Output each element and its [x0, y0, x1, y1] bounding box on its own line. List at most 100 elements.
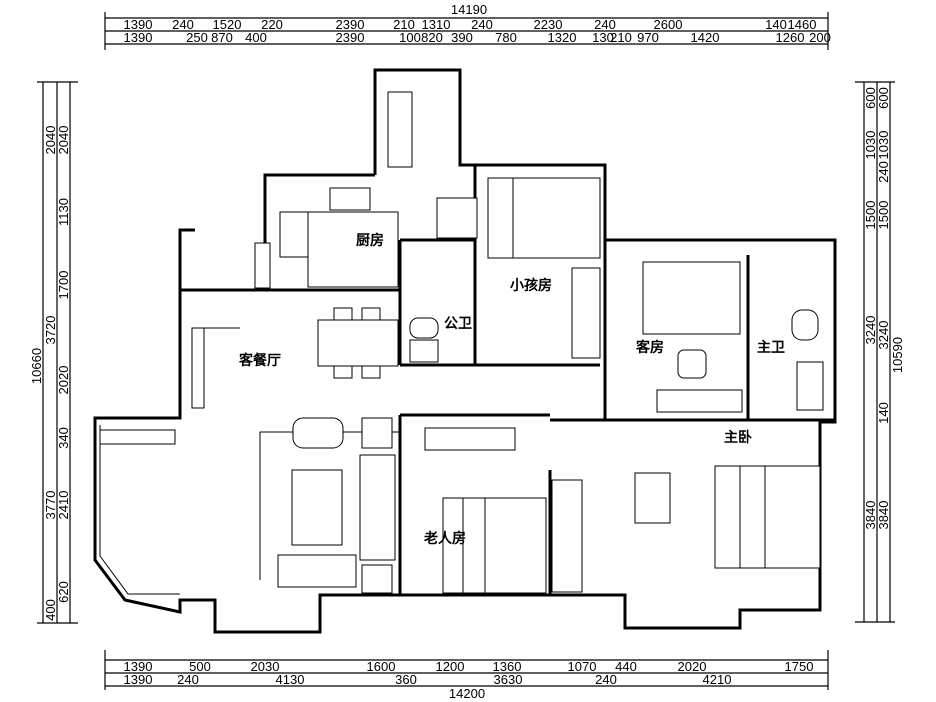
- dim-right: 600: [863, 87, 878, 109]
- dim-top: 130: [592, 30, 614, 45]
- chair: [677, 349, 707, 379]
- dim-bottom: 1600: [367, 659, 396, 674]
- dim-top: 400: [245, 30, 267, 45]
- dim-left: 2040: [56, 126, 71, 155]
- dim-right: 240: [876, 161, 891, 183]
- dim-top: 970: [637, 30, 659, 45]
- dim-top: 1390: [124, 17, 153, 32]
- dim-top: 240: [594, 17, 616, 32]
- tv-cabinet: [277, 554, 357, 588]
- dim-left: 400: [43, 599, 58, 621]
- dim-left: 1700: [56, 271, 71, 300]
- sofa: [359, 454, 396, 561]
- dim-top: 220: [261, 17, 283, 32]
- dim-top: 1320: [548, 30, 577, 45]
- dim-top: 870: [211, 30, 233, 45]
- dim-top: 1390: [124, 30, 153, 45]
- dimension-lines: [37, 12, 895, 690]
- dim-top: 390: [451, 30, 473, 45]
- coffee-table: [291, 469, 343, 546]
- dim-bottom: 1070: [568, 659, 597, 674]
- dim-top: 780: [495, 30, 517, 45]
- dim-bottom: 2030: [251, 659, 280, 674]
- master-wardrobe: [551, 479, 583, 593]
- room-label-kids-room: 小孩房: [510, 277, 552, 294]
- kitchen-island: [307, 211, 399, 288]
- guest-bed: [642, 261, 741, 335]
- guest-wardrobe: [656, 389, 743, 413]
- dim-top: 2230: [534, 17, 563, 32]
- elder-bed: [442, 497, 547, 594]
- dim-top: 2390: [336, 17, 365, 32]
- dim-bottom: 440: [615, 659, 637, 674]
- dim-right: 3240: [876, 321, 891, 350]
- stove: [279, 211, 309, 258]
- dim-bottom: 240: [595, 672, 617, 687]
- room-label-elder-room: 老人房: [424, 530, 466, 547]
- room-label-master-bedroom: 主卧: [724, 429, 752, 446]
- dim-top: 210: [610, 30, 632, 45]
- kitchen-counter: [387, 91, 413, 168]
- kitchen-sink: [329, 187, 371, 211]
- dim-top: 2600: [654, 17, 683, 32]
- dim-left: 620: [56, 581, 71, 603]
- dim-top: 210: [393, 17, 415, 32]
- toilet: [409, 317, 439, 339]
- dim-right: 1500: [876, 201, 891, 230]
- master-toilet: [791, 309, 819, 341]
- dim-right: 3240: [863, 316, 878, 345]
- dim-top: 820: [421, 30, 443, 45]
- walls: [93, 68, 837, 634]
- dim-bottom: 1360: [493, 659, 522, 674]
- dim-bottom: 1750: [785, 659, 814, 674]
- dim-left-total: 10660: [29, 348, 44, 384]
- dim-bottom: 3630: [494, 672, 523, 687]
- wardrobe: [571, 267, 601, 359]
- dim-top: 200: [809, 30, 831, 45]
- dim-left: 2040: [43, 126, 58, 155]
- dim-left: 2020: [56, 366, 71, 395]
- dim-right: 1500: [863, 201, 878, 230]
- dim-left: 2410: [56, 491, 71, 520]
- dim-top: 100: [399, 30, 421, 45]
- dim-right-total: 10590: [890, 337, 905, 373]
- room-label-public-bath: 公卫: [444, 316, 472, 332]
- dim-bottom: 360: [395, 672, 417, 687]
- furniture: [99, 91, 824, 594]
- dim-bottom-total: 14200: [449, 686, 485, 701]
- room-label-living-dining: 客餐厅: [238, 352, 281, 369]
- master-bed: [714, 465, 821, 569]
- kitchen-cabinet: [254, 242, 271, 289]
- balcony-appliance: [99, 429, 176, 445]
- dim-left: 340: [56, 427, 71, 449]
- dim-top: 240: [471, 17, 493, 32]
- dim-top: 2390: [336, 30, 365, 45]
- dim-bottom: 1390: [124, 672, 153, 687]
- dim-right: 140: [876, 402, 891, 424]
- dim-top: 250: [186, 30, 208, 45]
- dim-bottom: 4130: [276, 672, 305, 687]
- dim-top: 1420: [691, 30, 720, 45]
- dim-right: 3840: [876, 501, 891, 530]
- fridge: [436, 197, 478, 239]
- dim-bottom: 4210: [703, 672, 732, 687]
- dim-top: 140: [765, 17, 787, 32]
- dim-bottom: 2020: [678, 659, 707, 674]
- room-label-master-bath: 主卫: [757, 339, 785, 356]
- dim-bottom: 240: [177, 672, 199, 687]
- dim-bottom: 500: [189, 659, 211, 674]
- room-label-kitchen: 厨房: [356, 232, 384, 249]
- dim-left: 1130: [56, 198, 71, 226]
- dim-left: 3720: [43, 316, 58, 345]
- wash-basin: [409, 339, 439, 363]
- dim-top: 1520: [213, 17, 242, 32]
- dim-right: 1030: [876, 131, 891, 160]
- armchair: [292, 417, 344, 449]
- bathtub: [796, 361, 824, 411]
- dim-top-total: 14190: [451, 2, 487, 17]
- dim-right: 600: [876, 87, 891, 109]
- dining-table: [317, 319, 399, 367]
- vanity: [634, 472, 671, 524]
- dim-bottom: 1200: [436, 659, 465, 674]
